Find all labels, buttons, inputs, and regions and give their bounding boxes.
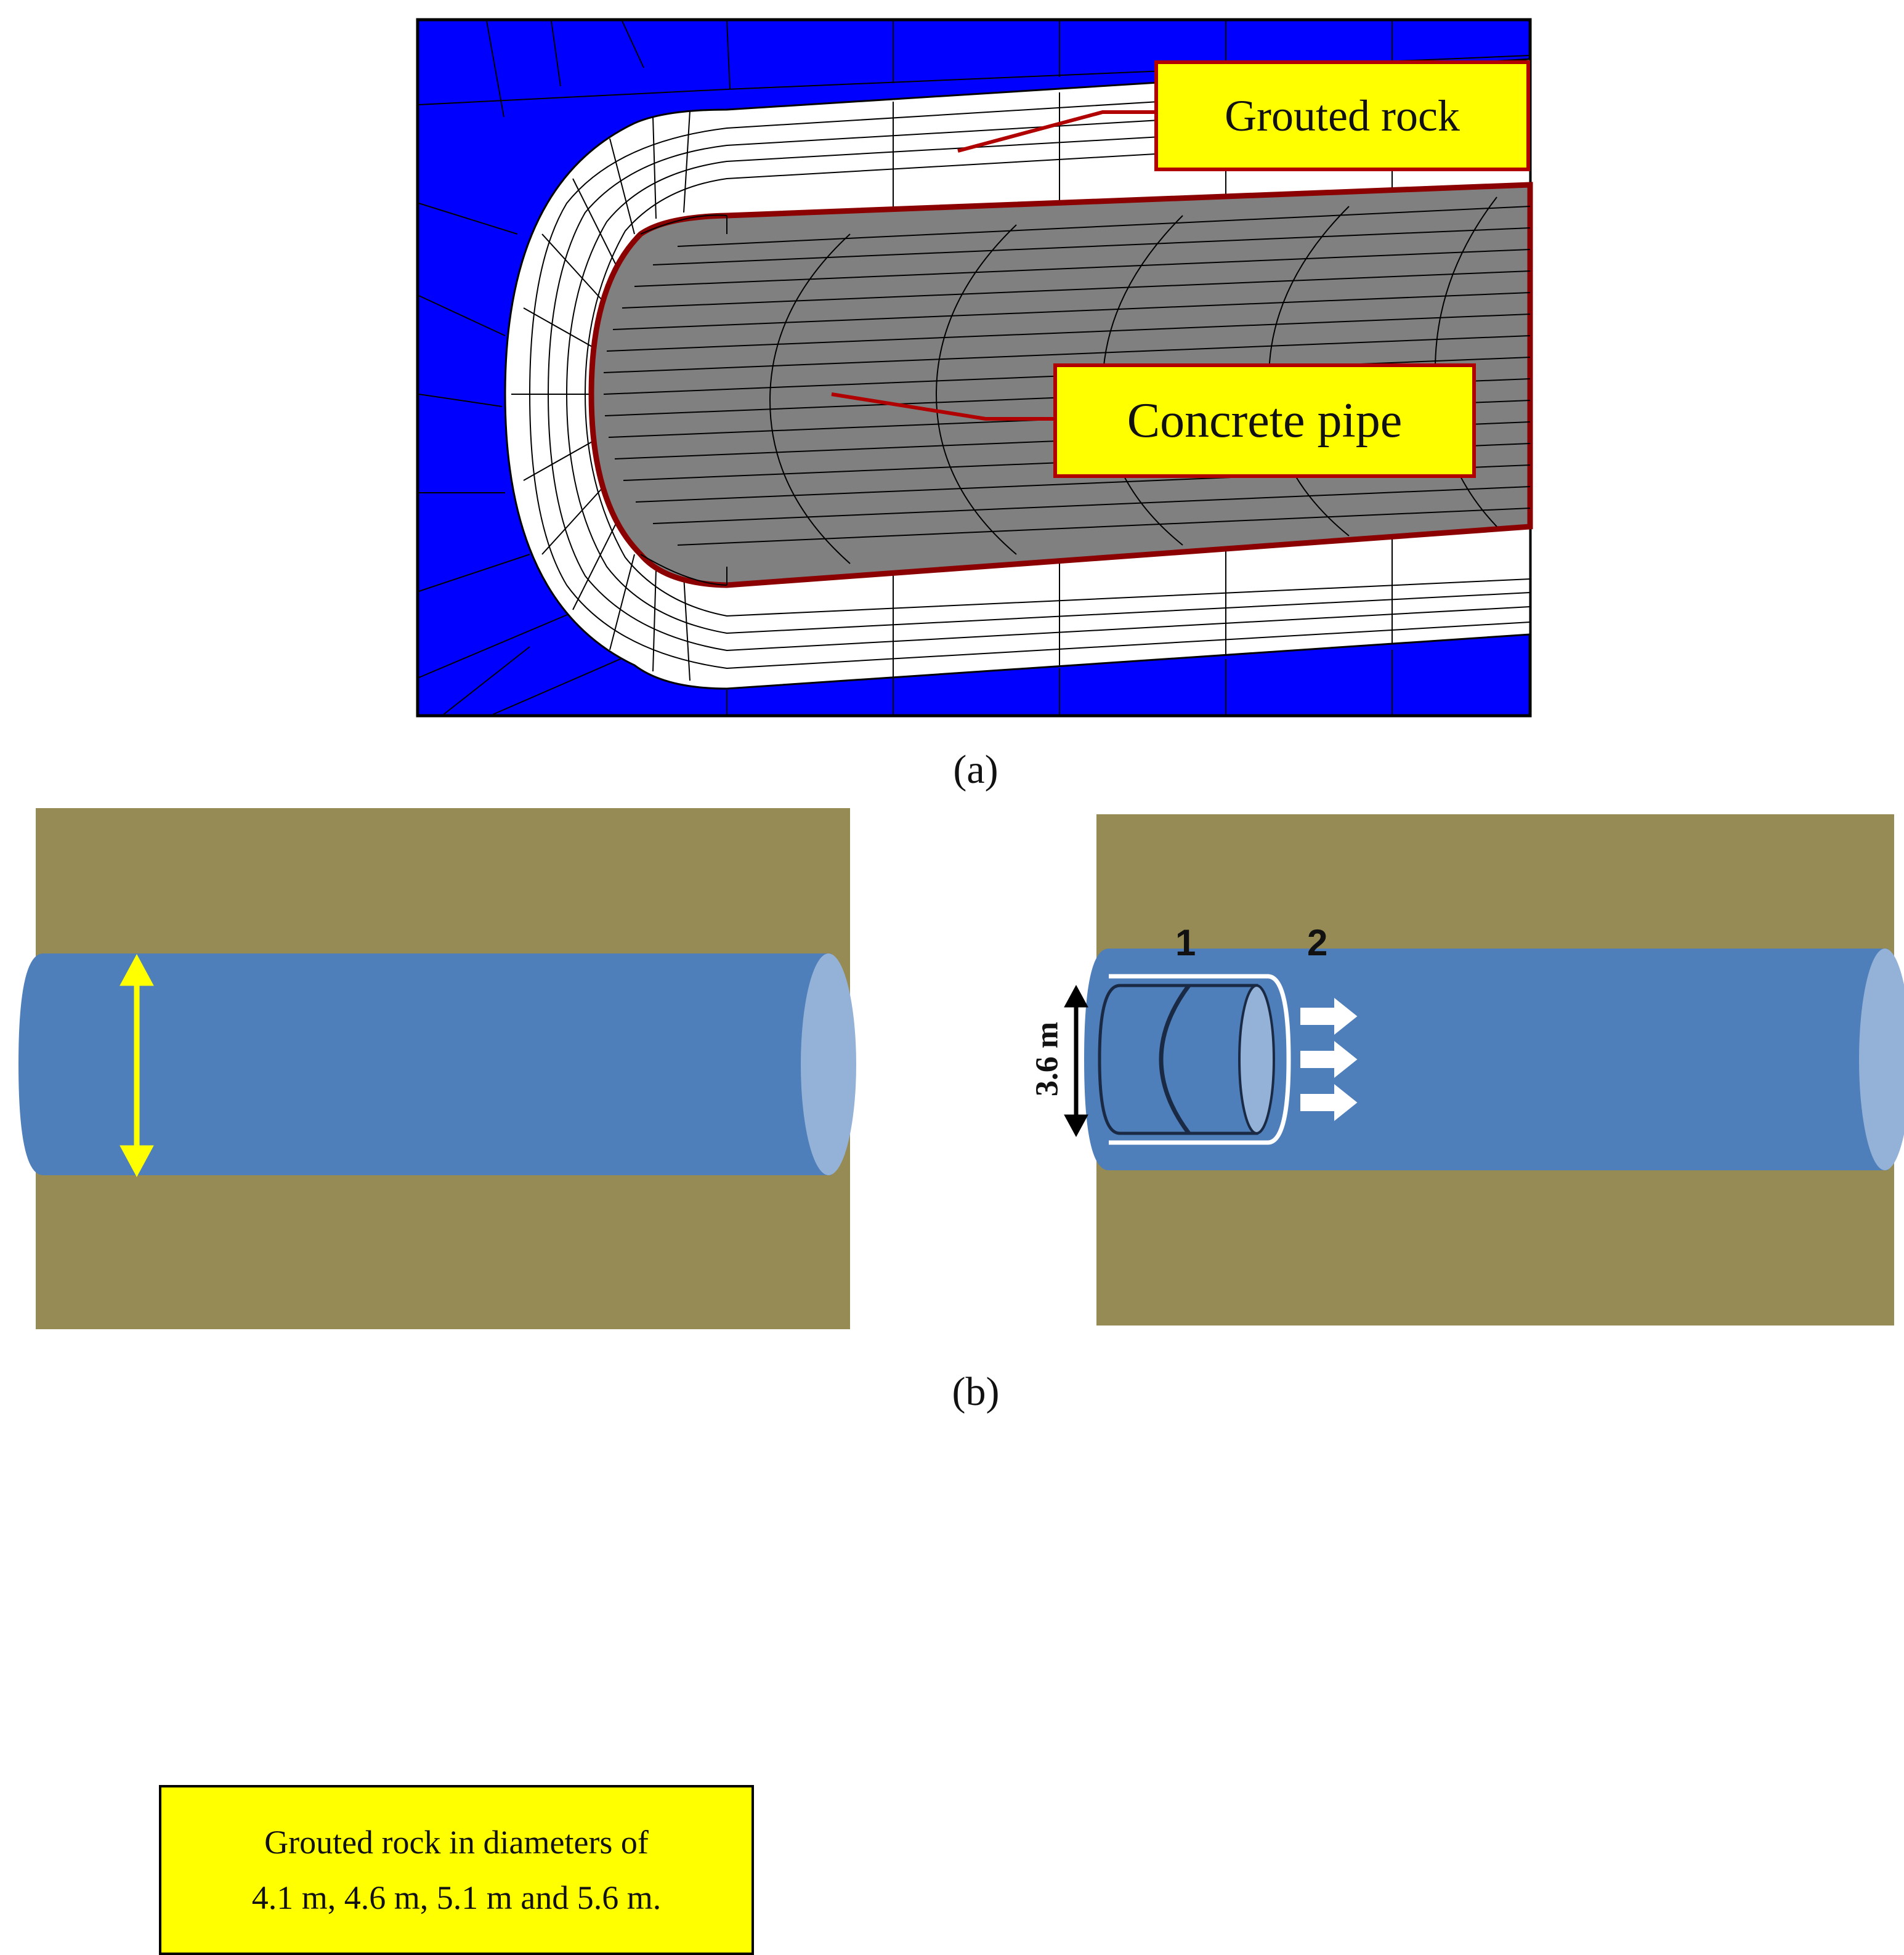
shield-outline — [1109, 974, 1291, 1145]
tbm-segment-joint — [1159, 984, 1191, 1135]
tunnel-body — [18, 953, 832, 1175]
tbm-face — [1238, 984, 1275, 1135]
grout-mesh — [511, 71, 1531, 681]
grouted-diameter-label: Grouted rock in diameters of 4.1 m, 4.6 … — [159, 1785, 754, 1955]
panel-b-right: 1 2 3.6 m — [986, 801, 1904, 1343]
tunnel-excavation-diagram — [1064, 814, 1904, 1326]
advance-arrow-1 — [1299, 995, 1359, 1038]
caption-b: (b) — [952, 1369, 1000, 1414]
step-2-label: 2 — [1307, 922, 1328, 963]
mesh-diagram — [416, 18, 1533, 718]
grouted-diameter-line1: Grouted rock in diameters of — [264, 1824, 649, 1861]
grouted-rock-leader — [957, 110, 1157, 153]
dimension-label: 3.6 m — [1029, 1021, 1065, 1097]
panel-b-left: Grouted rock in diameters of 4.1 m, 4.6 … — [0, 801, 862, 1955]
grouted-rock-label: Grouted rock — [1154, 60, 1530, 171]
concrete-pipe-label-text: Concrete pipe — [1127, 393, 1403, 448]
grouted-diameter-line2: 4.1 m, 4.6 m, 5.1 m and 5.6 m. — [251, 1879, 662, 1916]
concrete-pipe-leader — [831, 392, 1055, 421]
tunnel-end-face — [801, 953, 856, 1175]
tunnel-end-face-right — [1859, 949, 1904, 1170]
tbm-body — [1098, 984, 1258, 1135]
step-1-label: 1 — [1175, 922, 1196, 963]
grouted-rock-label-text: Grouted rock — [1225, 91, 1460, 140]
tunnel-grouted-diagram — [18, 808, 856, 1329]
advance-arrow-2 — [1299, 1038, 1359, 1081]
advance-arrow-3 — [1299, 1081, 1359, 1124]
panel-a: Grouted rock Concrete pipe (a) — [0, 0, 1904, 792]
dimension-arrow — [1064, 984, 1088, 1138]
concrete-pipe-label: Concrete pipe — [1053, 363, 1476, 478]
advance-arrows — [1299, 995, 1359, 1124]
diameter-arrow — [120, 953, 154, 1178]
caption-a: (a) — [953, 747, 999, 792]
